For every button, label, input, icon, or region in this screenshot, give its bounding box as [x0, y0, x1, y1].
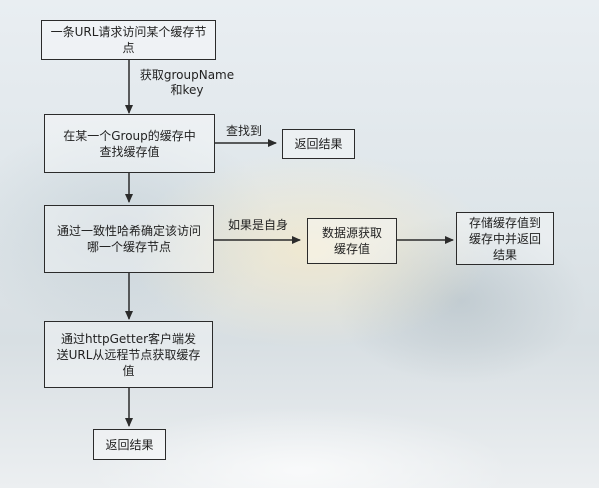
node-return-1: 返回结果 — [282, 129, 355, 159]
node-httpgetter: 通过httpGetter客户端发送URL从远程节点获取缓存值 — [44, 321, 213, 388]
node-datasource: 数据源获取缓存值 — [307, 218, 397, 264]
node-return-1-text: 返回结果 — [294, 137, 343, 151]
node-lookup: 在某一个Group的缓存中查找缓存值 — [44, 114, 215, 173]
node-store-text: 存储缓存值到缓存中并返回结果 — [468, 215, 541, 262]
node-store: 存储缓存值到缓存中并返回结果 — [456, 212, 554, 265]
edge-label-get-group-key: 获取groupName 和key — [139, 68, 235, 97]
node-hash: 通过一致性哈希确定该访问哪一个缓存节点 — [44, 205, 214, 273]
node-start: 一条URL请求访问某个缓存节点 — [41, 20, 216, 60]
node-datasource-text: 数据源获取缓存值 — [321, 226, 382, 256]
node-return-2-text: 返回结果 — [105, 437, 154, 452]
node-hash-text: 通过一致性哈希确定该访问哪一个缓存节点 — [56, 224, 201, 254]
node-return-2: 返回结果 — [93, 429, 166, 460]
node-lookup-text: 在某一个Group的缓存中查找缓存值 — [63, 128, 196, 159]
edge-label-if-self: 如果是自身 — [227, 218, 288, 232]
edge-label-found: 查找到 — [225, 124, 262, 138]
node-start-text: 一条URL请求访问某个缓存节点 — [50, 25, 207, 55]
node-httpgetter-text: 通过httpGetter客户端发送URL从远程节点获取缓存值 — [56, 331, 201, 378]
